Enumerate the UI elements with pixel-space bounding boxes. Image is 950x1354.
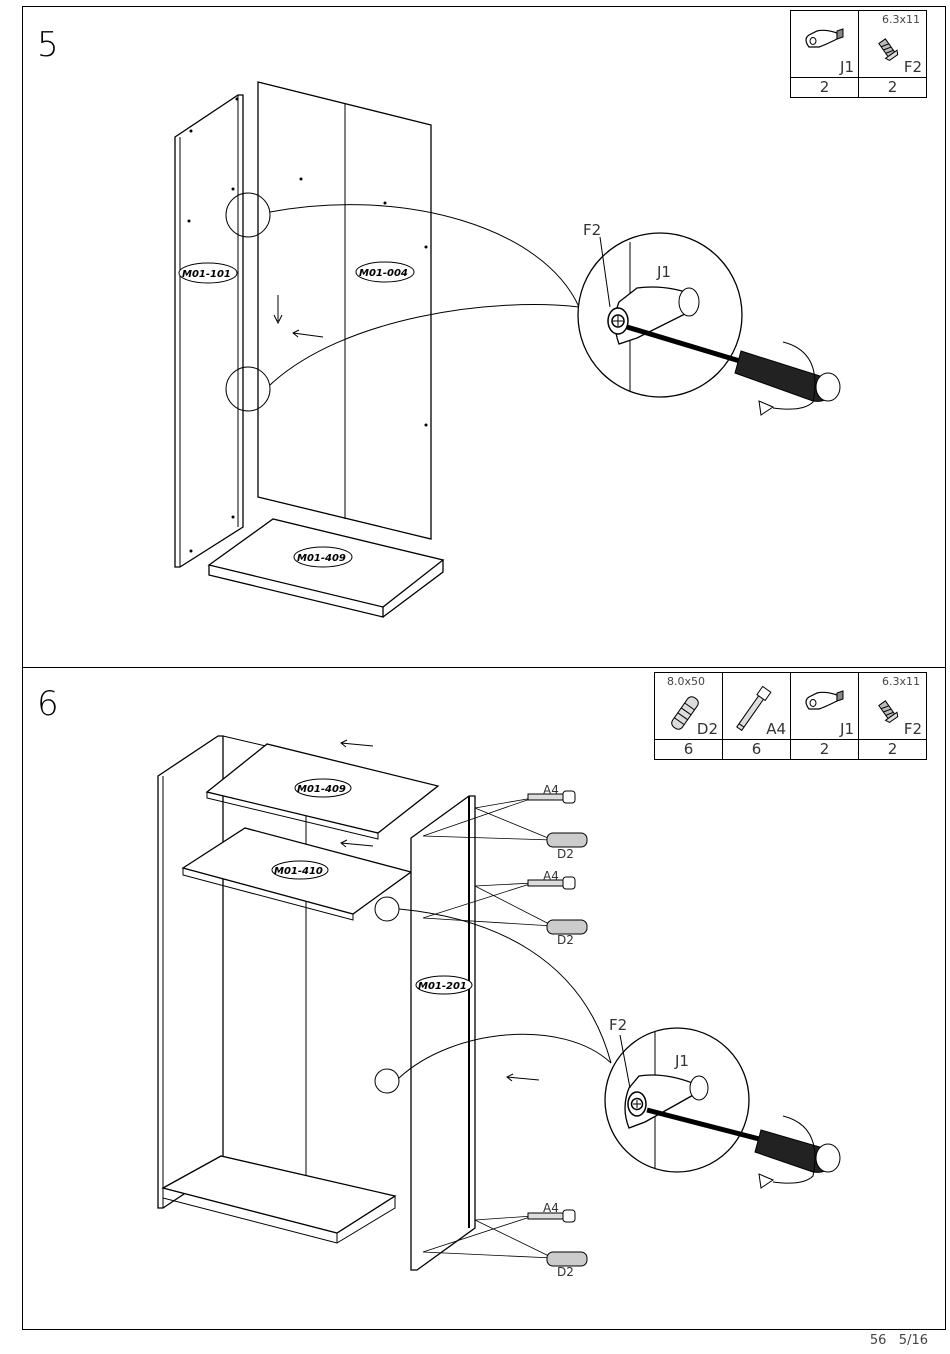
left-side-panel <box>158 736 223 1208</box>
step-5-panel: 5 J1 6.3x11 F2 <box>22 6 946 668</box>
callout-bracket: J1 <box>674 1052 689 1070</box>
step-6-illustration: M01-409 M01-410 M01-201 F2 J1 A4 D2 A4 D… <box>23 668 947 1331</box>
callout-a4: A4 <box>543 869 559 883</box>
side-label: M01-201 <box>418 981 467 992</box>
callout-d2: D2 <box>557 1265 574 1279</box>
callout-a4: A4 <box>543 783 559 797</box>
callout-a4: A4 <box>543 1201 559 1215</box>
shelf-label: M01-410 <box>274 866 323 877</box>
model-number: 56 <box>870 1333 887 1348</box>
top-label: M01-409 <box>297 784 346 795</box>
base-label: M01-409 <box>297 553 346 564</box>
side-panel <box>175 95 243 567</box>
right-side-panel <box>411 796 475 1270</box>
callout-d2: D2 <box>557 933 574 947</box>
step-5-illustration: M01-101 M01-004 M01-409 F2 J1 <box>23 7 947 669</box>
panel-label-a: M01-101 <box>182 269 231 280</box>
callout-screw: F2 <box>609 1016 627 1034</box>
panel-label-b: M01-004 <box>359 268 408 279</box>
callout-d2: D2 <box>557 847 574 861</box>
step-6-panel: 6 8.0x50 D2 <box>22 667 946 1330</box>
callout-screw: F2 <box>583 221 601 239</box>
page-number: 5/16 <box>899 1333 928 1348</box>
page-footer: 56 5/16 <box>870 1333 928 1348</box>
callout-bracket: J1 <box>656 263 671 281</box>
